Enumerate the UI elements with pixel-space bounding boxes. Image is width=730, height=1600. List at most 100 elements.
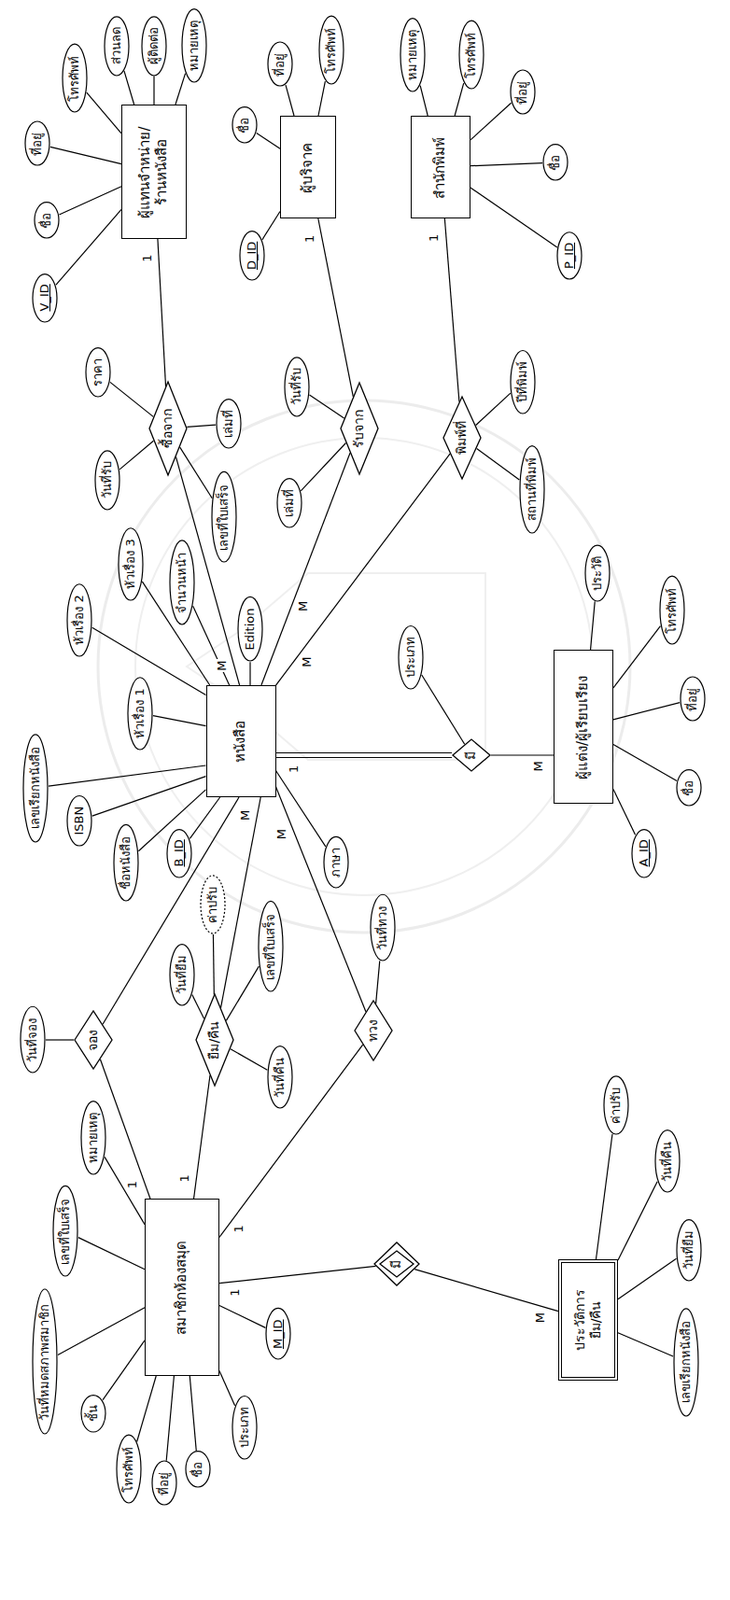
node-text: เลขที่ใบเสร็จ	[57, 1198, 73, 1265]
connector-line	[56, 209, 122, 285]
connector-line	[421, 674, 465, 745]
node-text: หัวเรื่อง 2	[71, 594, 87, 645]
attribute-ellipse: โทรศัพท์	[659, 575, 686, 646]
ellipse-outline	[95, 449, 120, 509]
node-text: มี	[388, 1260, 406, 1269]
attribute-ellipse: ISBN	[66, 794, 93, 846]
connector-line	[613, 702, 680, 720]
cardinality-label: M	[533, 1311, 548, 1324]
connector-line	[219, 1305, 266, 1328]
cardinality-label: 1	[228, 1288, 243, 1298]
er-connector	[276, 453, 451, 686]
ellipse-outline	[104, 15, 129, 75]
er-connector	[189, 797, 220, 839]
node-text: ที่อยู่	[156, 1472, 172, 1496]
attribute-ellipse: วันที่ทวง	[369, 894, 396, 963]
ellipse-outline	[659, 576, 685, 646]
er-connector	[180, 447, 213, 499]
attribute-ellipse: ที่อยู่	[679, 676, 706, 723]
connector-line	[414, 1269, 559, 1312]
er-connector	[613, 626, 660, 688]
cardinality-label: M	[532, 759, 547, 773]
connector-line	[420, 85, 428, 116]
attribute-ellipse: วันที่คืน	[266, 1045, 294, 1110]
ellipse-outline	[603, 1076, 629, 1135]
connector-line	[444, 218, 460, 403]
node-text: A_ID	[636, 839, 652, 867]
attribute-ellipse: เล่มที่	[215, 398, 242, 450]
ellipse-outline	[398, 625, 423, 689]
relationship-diamond: ทวง	[353, 999, 394, 1062]
connector-line	[225, 966, 259, 1021]
ellipse-outline	[118, 527, 143, 600]
connector-line	[595, 1134, 613, 1260]
er-connector	[444, 218, 460, 403]
attribute-ellipse: ที่อยู่	[266, 42, 294, 88]
cardinality-label: M	[300, 656, 315, 669]
ellipse-outline	[81, 1394, 106, 1432]
er-connector	[308, 394, 344, 419]
connector-line	[590, 601, 596, 650]
node-text: วันที่หมดสภาพสมาชิก	[37, 1304, 53, 1421]
entity-box: ผู้บริจาค	[280, 115, 337, 219]
er-connector	[48, 765, 207, 787]
node-text: ชั้น	[85, 1404, 101, 1422]
connector-line	[376, 960, 380, 1004]
attribute-ellipse: สถานที่พิมพ์	[519, 444, 546, 534]
node-text: หนังสือ	[231, 720, 250, 763]
ellipse-outline	[211, 472, 237, 563]
ellipse-outline	[676, 770, 702, 806]
er-connector	[256, 132, 281, 149]
node-text: สำนักพิมพ์	[431, 137, 450, 199]
relationship-diamond: ซื้อจาก	[148, 380, 188, 477]
ellipse-outline	[185, 1451, 211, 1488]
cardinality-label: 1	[178, 1173, 193, 1183]
node-text: เลขเรียกหนังสือ	[28, 746, 43, 829]
node-text: วันที่คืน	[659, 1141, 675, 1182]
ellipse-outline	[67, 795, 92, 845]
ellipse-outline	[239, 231, 265, 281]
connector-line	[308, 394, 344, 419]
er-connector	[86, 92, 122, 134]
attribute-ellipse: ชื่อหนังสือ	[112, 823, 140, 902]
node-text: ชื่อ	[681, 780, 697, 797]
connector-line	[613, 788, 636, 835]
cardinality-label: 1	[232, 1223, 247, 1234]
connector-line	[78, 1237, 145, 1270]
er-connector	[421, 674, 465, 745]
connector-line	[58, 186, 122, 215]
cardinality-label: M	[215, 659, 230, 672]
diamond-outline	[374, 1242, 420, 1286]
er-connector	[318, 218, 354, 397]
er-connector	[58, 186, 122, 215]
node-text: ประเภท	[237, 1406, 253, 1448]
node-text: หมายเหตุ	[186, 20, 202, 71]
watermark-seal	[135, 437, 593, 896]
node-text: จอง	[84, 1029, 102, 1052]
node-text: หัวเรื่อง 3	[123, 538, 139, 589]
attribute-ellipse: หมายเหตุ	[181, 8, 208, 84]
er-connector	[276, 786, 366, 1012]
connector-line	[276, 453, 451, 686]
er-connector	[613, 702, 680, 720]
node-text: ชื่อ	[190, 1461, 206, 1478]
key-attribute-ellipse: M_ID	[265, 1307, 292, 1362]
node-text: ผู้บริจาค	[298, 142, 317, 194]
connector-line	[276, 752, 453, 754]
ellipse-outline	[113, 824, 139, 901]
node-text: ชื่อ	[237, 117, 253, 134]
er-connector	[285, 84, 295, 116]
connector-line	[617, 1181, 658, 1261]
er-connector	[470, 187, 558, 248]
connector-line	[219, 1265, 377, 1283]
er-connector	[110, 381, 154, 417]
ellipse-outline	[200, 875, 225, 934]
weak-entity-box: ประวัติการ ยืม/คืน	[558, 1259, 618, 1381]
er-connector	[225, 966, 259, 1021]
connector-line	[192, 995, 205, 1020]
node-text: ที่อยู่	[29, 132, 45, 156]
cardinality-label: 1	[427, 233, 442, 243]
node-text: V_ID	[37, 283, 53, 311]
